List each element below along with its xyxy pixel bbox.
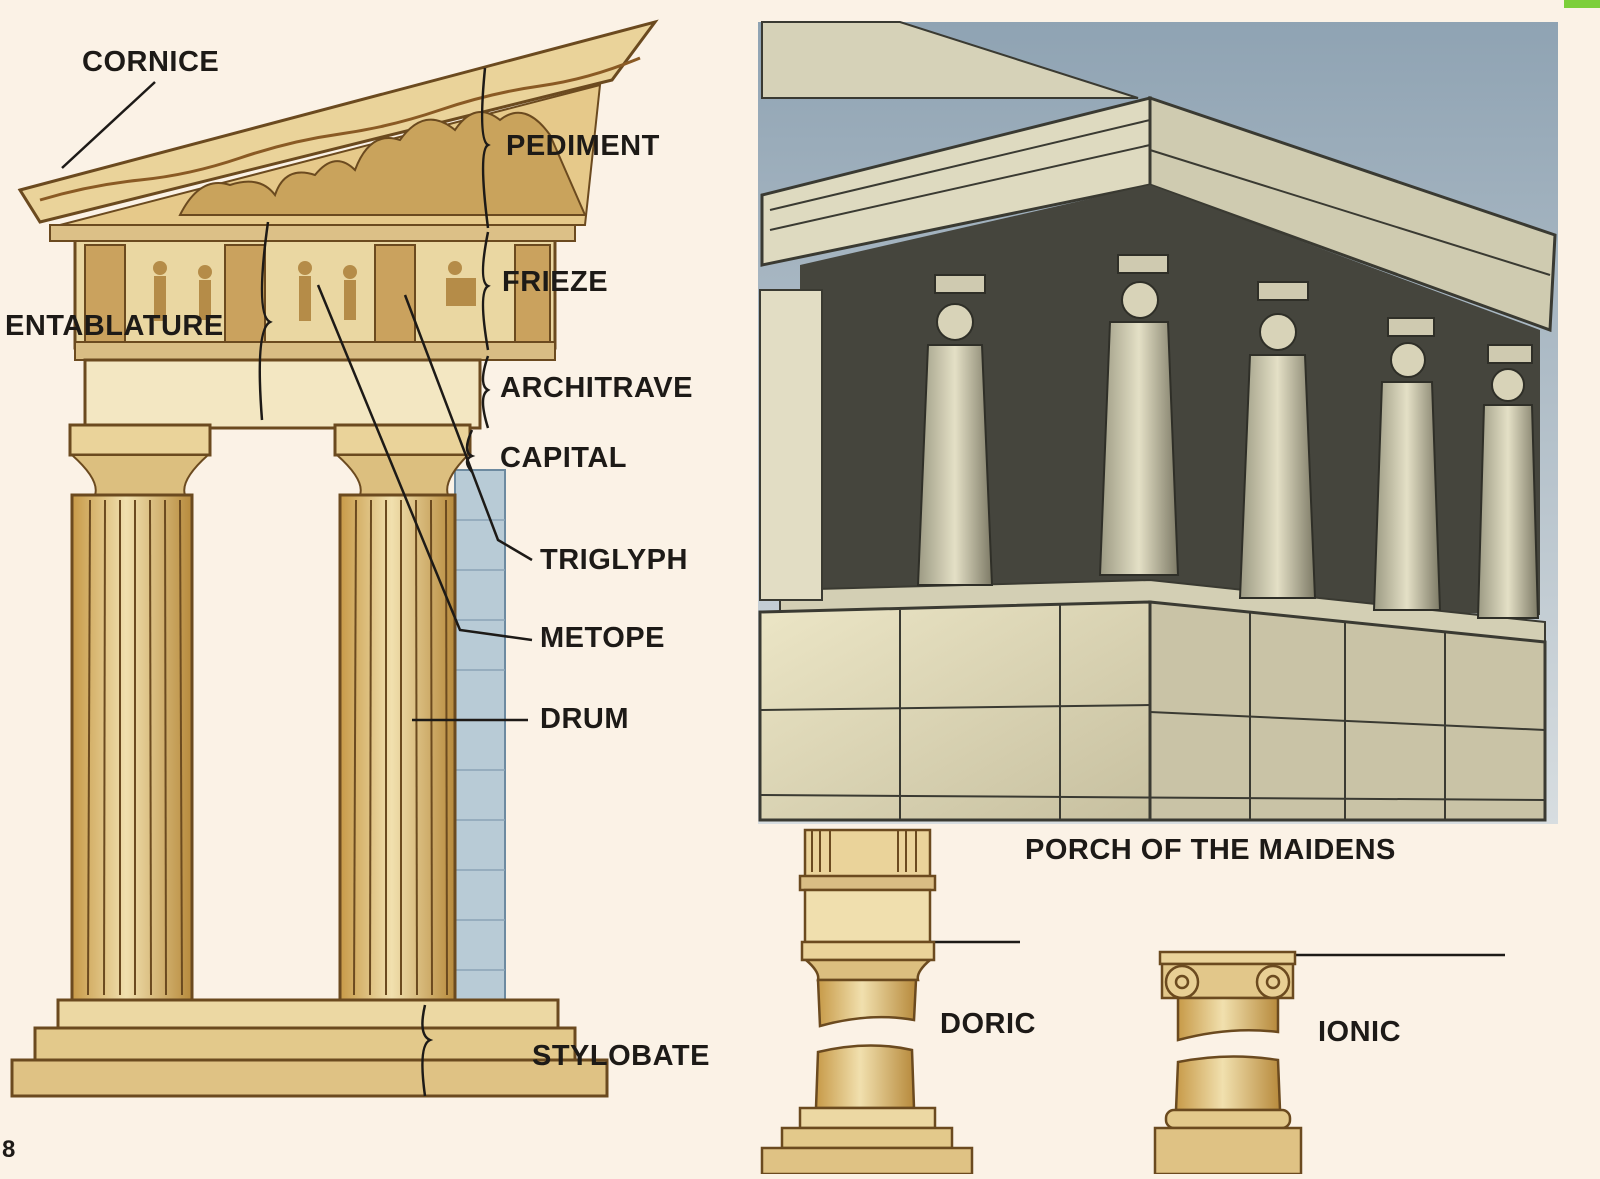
pediment-shape (17, 19, 659, 224)
doric-order (760, 828, 1020, 1176)
doric-taenia (798, 874, 937, 892)
page-number: 8 (2, 1136, 16, 1163)
stylobate-step-3 (10, 1058, 609, 1098)
porch-caption: PORCH OF THE MAIDENS (1025, 834, 1396, 866)
ionic-base-torus (1164, 1108, 1292, 1130)
cornice-lower-band (49, 224, 576, 242)
ionic-shaft-lower (1174, 1055, 1282, 1112)
stylobate-step-1 (56, 998, 560, 1030)
doric-step-3 (760, 1146, 974, 1176)
porch-podium-front (758, 600, 1152, 822)
porch-painting (758, 21, 1558, 824)
architrave-label: ARCHITRAVE (500, 372, 693, 404)
doric-shaft-upper (816, 978, 918, 1028)
metope-leader (316, 284, 533, 642)
doric-triglyph-top (803, 828, 932, 880)
pediment-brace (480, 67, 491, 229)
doric-step-1 (798, 1106, 937, 1130)
ionic-base-plinth (1153, 1126, 1303, 1176)
ionic-abacus (1158, 950, 1297, 966)
doric-step-2 (780, 1126, 954, 1150)
drum-label: DRUM (540, 703, 629, 735)
ionic-order (1153, 950, 1505, 1176)
capital-left-echinus (69, 454, 211, 496)
doric-shaft-lower (814, 1044, 916, 1110)
porch-podium-side (1148, 600, 1547, 822)
porch-block-joints (759, 605, 1546, 820)
porch-corner-pilaster (759, 289, 823, 601)
ionic-volute-left (1164, 964, 1200, 1000)
porch-upper-cornice (761, 21, 1139, 99)
doric-architrave (803, 888, 932, 944)
frieze-brace (481, 231, 491, 351)
cornice-leader (61, 81, 156, 169)
stylobate-label: STYLOBATE (532, 1040, 710, 1072)
frieze-label: FRIEZE (502, 266, 609, 298)
temple-back-wall (454, 469, 506, 1016)
cornice-ornament (39, 56, 641, 202)
cornice-label: CORNICE (82, 46, 220, 78)
temple-facade (10, 19, 659, 1098)
metope-label: METOPE (540, 622, 665, 654)
ionic-volute-left-eye (1174, 974, 1190, 990)
entablature-label: ENTABLATURE (5, 310, 224, 342)
doric-echinus (802, 958, 934, 982)
architrave-brace (481, 355, 491, 429)
porch-dentils (769, 119, 1551, 276)
ionic-label: IONIC (1318, 1016, 1402, 1048)
doric-triglyph-grooves (811, 830, 917, 872)
stylobate-brace (421, 1004, 434, 1097)
entablature-brace (258, 221, 273, 421)
capital-brace (465, 429, 476, 473)
frieze-lower-moulding (74, 341, 556, 361)
capital-right-abacus (333, 423, 472, 457)
ionic-volute-right (1255, 964, 1291, 1000)
pediment-label: PEDIMENT (506, 130, 660, 162)
architrave-block (83, 358, 482, 430)
triglyph-leader (403, 294, 533, 562)
column-left-shaft (70, 493, 194, 1002)
column-right-shaft (338, 493, 457, 1002)
temple-leader-lines (61, 67, 533, 1097)
doric-abacus (800, 940, 936, 962)
caryatid-figures (916, 254, 1540, 619)
metope-figures (153, 261, 476, 321)
temple-wall-courses (455, 519, 505, 971)
capital-label: CAPITAL (500, 442, 628, 474)
corner-accent-strip (1564, 0, 1600, 8)
ionic-volute-right-eye (1265, 974, 1281, 990)
column-right-flutes (353, 499, 448, 996)
ionic-shaft-upper (1176, 996, 1280, 1042)
capital-left-abacus (68, 423, 212, 457)
stylobate-step-2 (33, 1026, 577, 1062)
doric-label: DORIC (940, 1008, 1036, 1040)
triglyph-label: TRIGLYPH (540, 544, 688, 576)
column-left-flutes (87, 499, 183, 996)
